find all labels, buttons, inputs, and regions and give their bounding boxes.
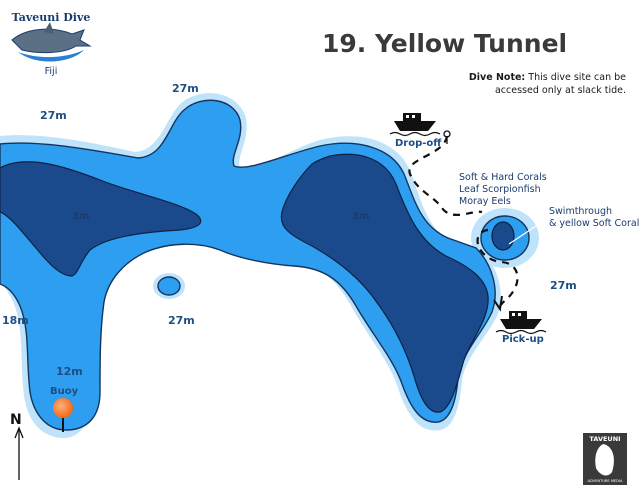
depth-shallow-right: 3m — [352, 211, 369, 222]
depth-top-mid: 27m — [172, 82, 199, 95]
buoy-marker — [53, 398, 73, 432]
dropoff-boat-icon — [389, 113, 441, 137]
depth-center-bottom: 27m — [168, 314, 195, 327]
depth-left-top: 27m — [40, 109, 67, 122]
marine-life-3: Moray Eels — [459, 196, 511, 207]
shark-icon — [11, 28, 92, 54]
route-to-swimthrough — [408, 135, 483, 216]
depth-buoy: 12m — [56, 365, 83, 378]
marine-life-2: Leaf Scorpionfish — [459, 184, 541, 195]
pickup-label: Pick-up — [502, 334, 544, 345]
badge-top: TAVEUNI — [589, 435, 620, 443]
logo-sub: Fiji — [45, 66, 58, 77]
north-arrow: N — [10, 412, 24, 480]
swimthrough-label-1: Swimthrough — [549, 206, 612, 217]
swimthrough-label-2: & yellow Soft Coral — [549, 218, 639, 229]
dropoff-label: Drop-off — [395, 138, 442, 149]
logo: Taveuni Dive Fiji — [11, 11, 92, 77]
logo-text: Taveuni Dive — [12, 11, 91, 24]
page-title: 19. Yellow Tunnel — [322, 29, 567, 58]
pickup-boat-icon — [495, 311, 547, 335]
badge-bottom: ADVENTURE MEDIA — [588, 479, 624, 483]
dive-note-line2: accessed only at slack tide. — [495, 85, 626, 96]
publisher-badge: TAVEUNI ADVENTURE MEDIA — [583, 433, 627, 485]
reef-shallow — [0, 153, 515, 413]
depth-left-bottom: 18m — [2, 314, 29, 327]
depth-right: 27m — [550, 279, 577, 292]
dive-note-line1: Dive Note: This dive site can be — [469, 72, 626, 83]
anchor-icon — [443, 130, 451, 144]
north-label: N — [10, 412, 22, 428]
depth-shallow-left: 3m — [72, 211, 89, 222]
marine-life-1: Soft & Hard Corals — [459, 172, 547, 183]
swimthrough-pointer — [508, 217, 549, 245]
buoy-label: Buoy — [50, 386, 79, 397]
route-arrow-icon — [493, 295, 503, 312]
route-to-pickup — [476, 228, 519, 307]
island-icon — [595, 444, 614, 476]
